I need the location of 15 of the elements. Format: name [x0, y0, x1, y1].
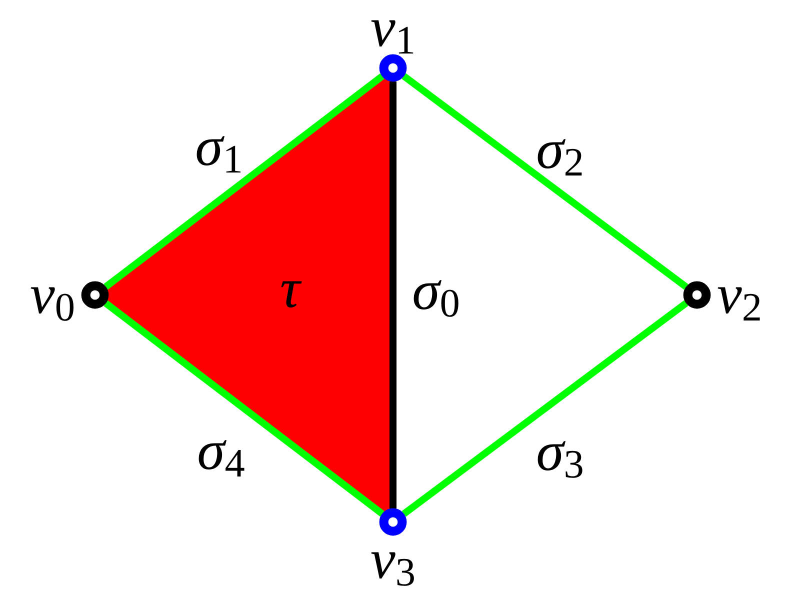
edge-label: σ$_{2}$ — [536, 122, 584, 178]
edge-label: σ$_{3}$ — [536, 424, 584, 480]
vertex-label: v$_{0}$ — [30, 267, 75, 323]
vertex-label: v$_{3}$ — [370, 532, 416, 588]
face-label: τ — [280, 261, 300, 317]
vertex-label: v$_{1}$ — [370, 0, 416, 56]
edge-label: σ$_{1}$ — [195, 119, 243, 175]
edge-line — [402, 73, 688, 290]
edge-line — [104, 300, 384, 517]
edge-line — [390, 82, 396, 508]
edge-label: σ$_{4}$ — [197, 423, 245, 479]
vertex-label: v$_{2}$ — [717, 267, 762, 323]
edge-label: σ$_{0}$ — [412, 263, 460, 319]
edge-line — [104, 73, 384, 290]
edge-line — [402, 300, 688, 517]
